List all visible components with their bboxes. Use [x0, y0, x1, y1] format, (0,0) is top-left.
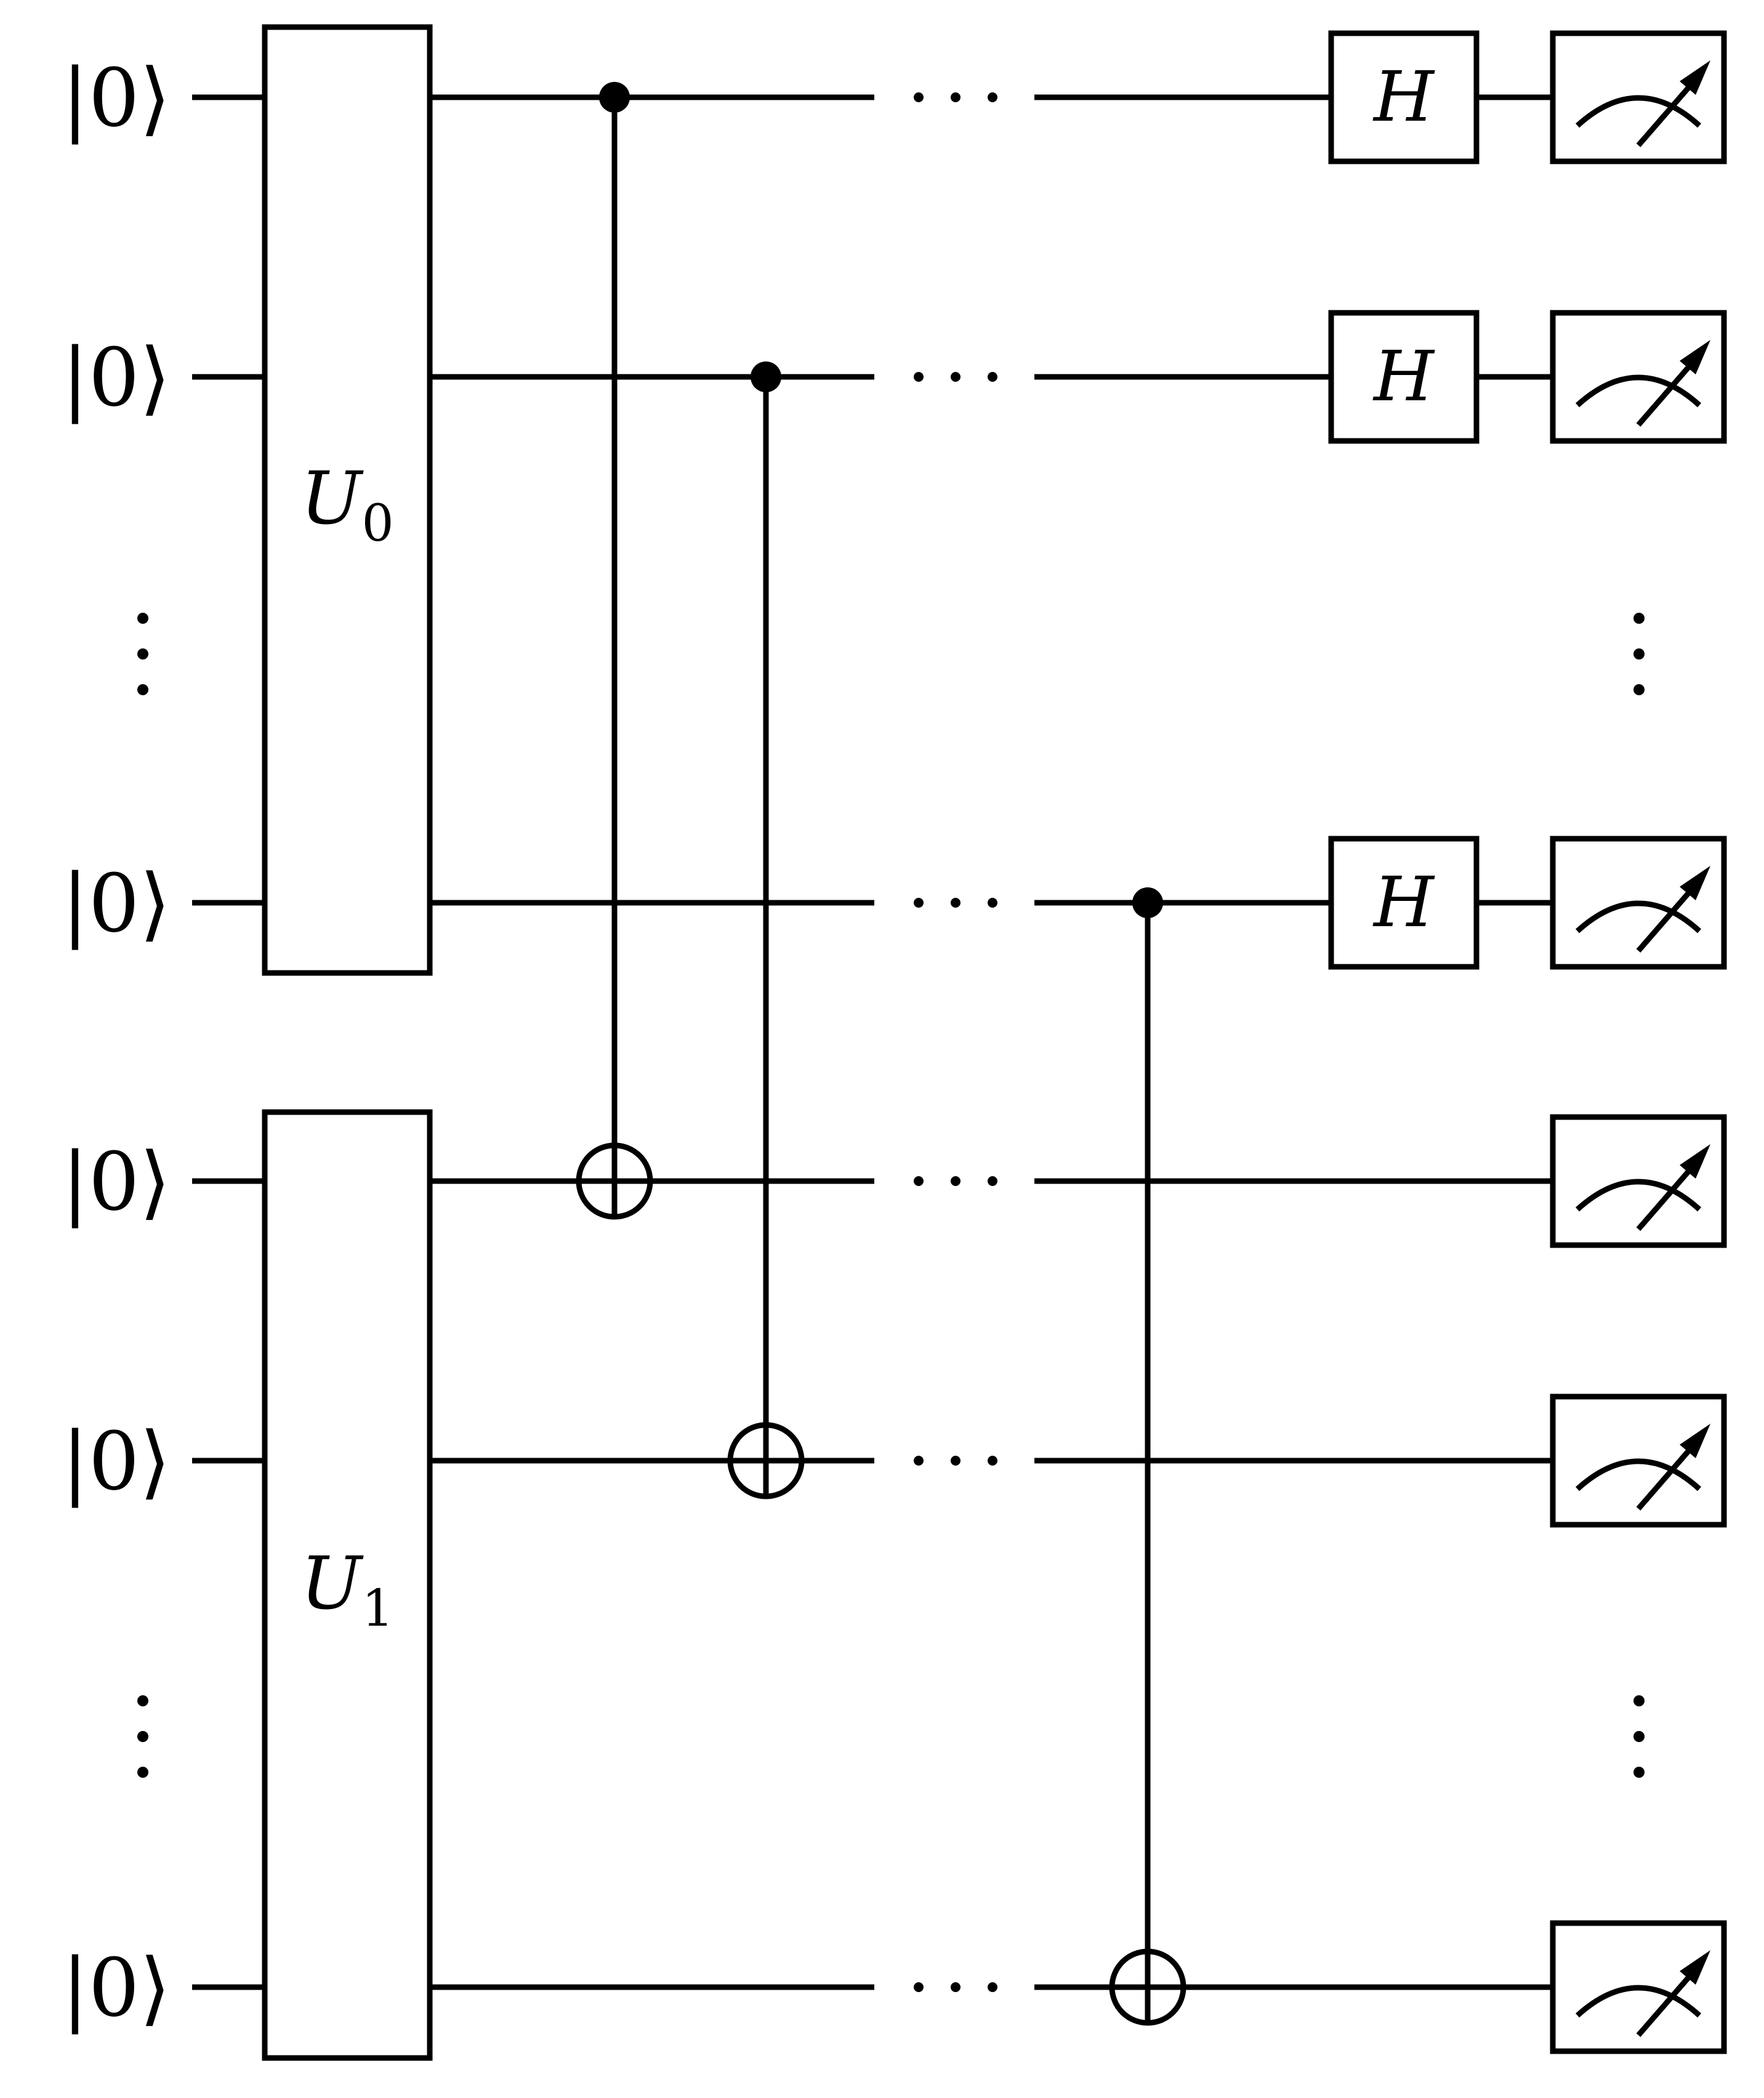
horizontal-ellipsis-icon — [914, 1456, 997, 1466]
unitary-gate-u0: U0 — [262, 24, 433, 976]
control-dot — [751, 361, 781, 392]
vertical-ellipsis-icon — [137, 1695, 148, 1778]
meter-icon — [1553, 1117, 1724, 1245]
unitary-label: U1 — [300, 1541, 394, 1638]
ket-label: |0⟩ — [62, 1414, 171, 1508]
target-circle — [576, 1142, 653, 1220]
cnot-gate — [1109, 887, 1186, 2026]
ket-label: |0⟩ — [62, 857, 171, 950]
cnot-gate — [576, 82, 653, 1220]
hadamard-label: H — [1372, 57, 1435, 137]
target-circle — [727, 1422, 805, 1499]
horizontal-ellipsis-icon — [914, 1982, 997, 1992]
meter-icon — [1553, 1397, 1724, 1525]
control-dot — [1132, 887, 1163, 918]
horizontal-ellipsis-icon — [914, 92, 997, 102]
vertical-ellipsis-icon — [137, 613, 148, 695]
meter-icon — [1553, 1923, 1724, 2051]
meter-icon — [1553, 839, 1724, 967]
hadamard-gate: H — [1328, 310, 1480, 444]
unitary-gate-u1: U1 — [262, 1109, 433, 2061]
ket-label: |0⟩ — [62, 51, 171, 145]
vertical-ellipsis-icon — [1633, 613, 1645, 695]
hadamard-label: H — [1372, 337, 1435, 417]
ket-label: |0⟩ — [62, 331, 171, 424]
horizontal-ellipsis-icon — [914, 372, 997, 382]
meter-icon — [1553, 313, 1724, 441]
meter-icon — [1553, 33, 1724, 161]
control-dot — [599, 82, 630, 113]
hadamard-gate: H — [1328, 30, 1480, 164]
hadamard-label: H — [1372, 863, 1435, 943]
horizontal-ellipsis-icon — [914, 898, 997, 908]
cnot-gate — [727, 361, 805, 1499]
hadamard-gate: H — [1328, 836, 1480, 970]
vertical-ellipsis-icon — [1633, 1695, 1645, 1778]
target-circle — [1109, 1948, 1186, 2026]
ket-label: |0⟩ — [62, 1941, 171, 2035]
unitary-label: U0 — [300, 456, 394, 553]
horizontal-ellipsis-icon — [914, 1176, 997, 1186]
ket-label: |0⟩ — [62, 1135, 171, 1229]
input-states: |0⟩ |0⟩ |0⟩ |0⟩ |0⟩ |0⟩ — [62, 51, 171, 2035]
